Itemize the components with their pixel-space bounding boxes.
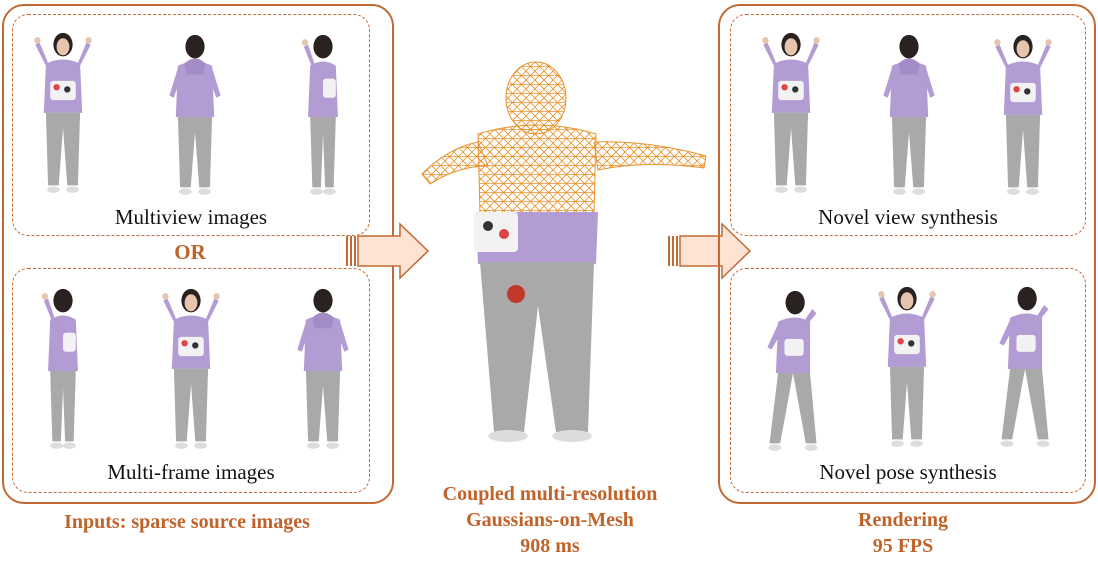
method-caption-line2: Gaussians-on-Mesh [466, 509, 634, 531]
novel-view-box: Novel view synthesis [730, 14, 1086, 236]
input-arrow [346, 222, 430, 280]
novel-view-label: Novel view synthesis [818, 205, 998, 229]
multiview-label: Multiview images [114, 205, 268, 229]
novel-pose-person-side [993, 279, 1057, 459]
rendering-caption: Rendering [858, 509, 948, 531]
multiframe-box: Multi-frame images [12, 268, 370, 493]
multiview-box: Multiview images [12, 14, 370, 236]
inputs-caption: Inputs: sparse source images [64, 511, 310, 533]
multiframe-person-front [159, 281, 223, 461]
multiframe-label: Multi-frame images [107, 460, 275, 484]
output-arrow [668, 222, 752, 280]
rendering-fps: 95 FPS [872, 535, 934, 557]
or-label: OR [174, 240, 206, 264]
novel-view-person-front [759, 25, 823, 205]
novel-view-person-side [991, 27, 1055, 207]
multiview-person-back [163, 27, 227, 207]
novel-pose-person-walk [761, 283, 825, 463]
rendering-panel [718, 4, 1096, 504]
multiview-person-front [31, 25, 95, 205]
novel-pose-box: Novel pose synthesis [730, 268, 1086, 493]
novel-view-person-back [877, 27, 941, 207]
novel-pose-person-front [875, 279, 939, 459]
gaussian-mesh-avatar [421, 61, 707, 442]
method-timing: 908 ms [520, 535, 580, 557]
novel-pose-label: Novel pose synthesis [819, 460, 997, 484]
multiframe-person-side [31, 281, 95, 461]
method-caption-line1: Coupled multi-resolution [442, 483, 658, 505]
multiview-person-side [291, 27, 355, 207]
multiframe-person-back [291, 281, 355, 461]
